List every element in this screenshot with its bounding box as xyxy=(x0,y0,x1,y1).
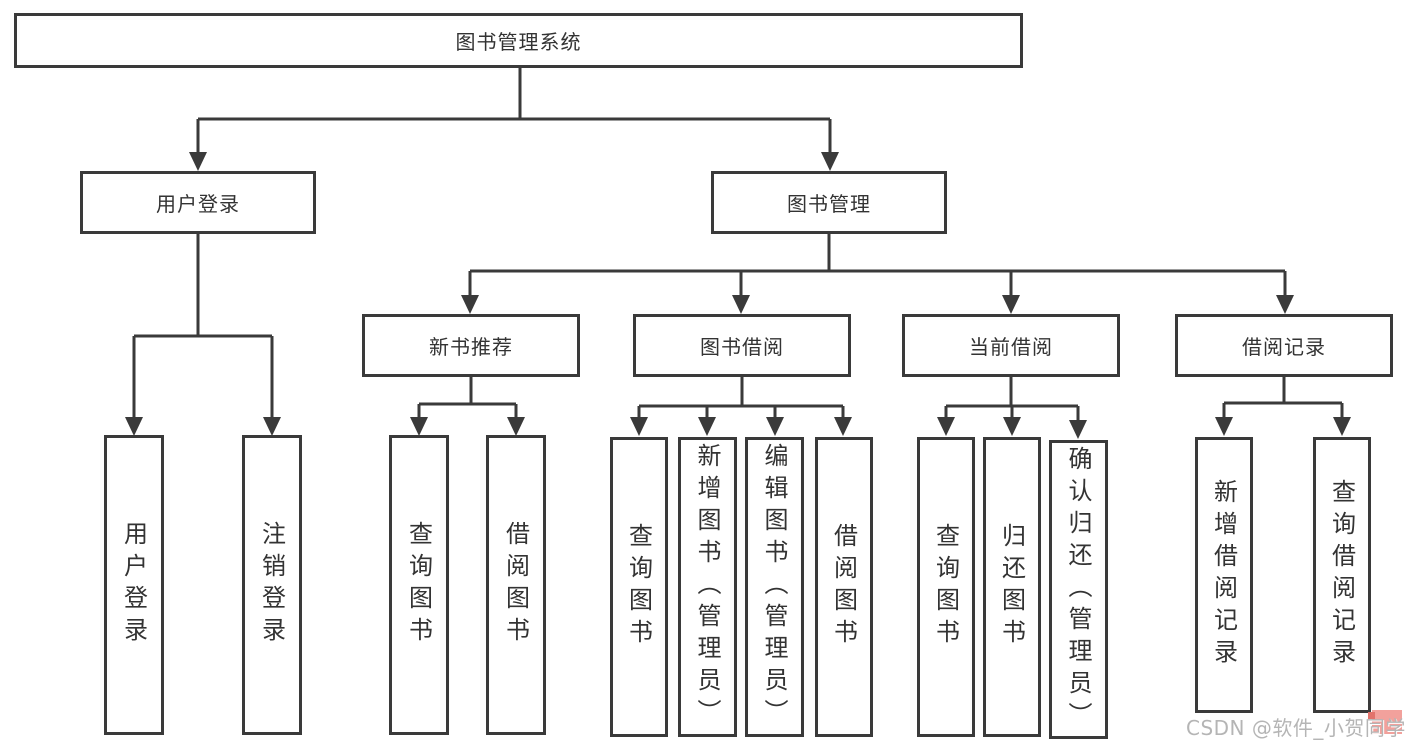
node-label: 用户登录 xyxy=(119,521,148,649)
node-label: 确认归还（管理员） xyxy=(1064,445,1092,734)
node-new-book-recommend: 新书推荐 xyxy=(362,314,580,377)
node-book-management: 图书管理 xyxy=(711,171,947,234)
node-label: 图书管理系统 xyxy=(455,30,582,54)
node-label: 新增借阅记录 xyxy=(1209,479,1238,671)
node-label: 借阅记录 xyxy=(1242,335,1326,359)
node-nbr-query-books: 查询图书 xyxy=(389,435,449,735)
node-book-borrowing: 图书借阅 xyxy=(633,314,851,377)
node-logout: 注销登录 xyxy=(242,435,302,735)
node-label: 用户登录 xyxy=(156,192,240,216)
arrowheads xyxy=(125,152,1351,439)
node-current-borrowing: 当前借阅 xyxy=(902,314,1120,377)
node-bb-query-books: 查询图书 xyxy=(610,437,668,737)
watermark-text: CSDN @软件_小贺同学 xyxy=(1186,716,1405,740)
node-cb-query-books: 查询图书 xyxy=(917,437,975,737)
watermark: CSDN @软件_小贺同学 xyxy=(1186,710,1405,740)
node-cb-confirm-return-admin: 确认归还（管理员） xyxy=(1049,440,1108,739)
node-br-query-record: 查询借阅记录 xyxy=(1313,437,1371,713)
node-label: 借阅图书 xyxy=(829,523,858,651)
node-borrowing-records: 借阅记录 xyxy=(1175,314,1393,377)
node-label: 查询图书 xyxy=(624,523,653,651)
watermark-accent xyxy=(1368,710,1402,734)
node-label: 借阅图书 xyxy=(501,521,530,649)
node-label: 查询图书 xyxy=(931,523,960,651)
node-label: 查询借阅记录 xyxy=(1327,479,1356,671)
node-label: 当前借阅 xyxy=(969,335,1053,359)
node-label: 图书借阅 xyxy=(700,335,784,359)
node-br-add-record: 新增借阅记录 xyxy=(1195,437,1253,713)
node-label: 注销登录 xyxy=(257,521,286,649)
node-label: 新书推荐 xyxy=(429,335,513,359)
node-user-login-leaf: 用户登录 xyxy=(104,435,164,735)
node-label: 查询图书 xyxy=(404,521,433,649)
node-bb-add-books-admin: 新增图书（管理员） xyxy=(678,437,737,737)
node-root-system: 图书管理系统 xyxy=(14,13,1023,68)
connector-path xyxy=(132,68,1344,421)
node-label: 新增图书（管理员） xyxy=(693,443,721,731)
node-label: 图书管理 xyxy=(787,192,871,216)
node-nbr-borrow-books: 借阅图书 xyxy=(486,435,546,735)
node-cb-return-books: 归还图书 xyxy=(983,437,1041,737)
node-user-login-group: 用户登录 xyxy=(80,171,316,234)
node-bb-borrow-books: 借阅图书 xyxy=(815,437,873,737)
node-bb-edit-books-admin: 编辑图书（管理员） xyxy=(745,437,804,737)
node-label: 归还图书 xyxy=(997,523,1026,651)
node-label: 编辑图书（管理员） xyxy=(760,443,788,731)
